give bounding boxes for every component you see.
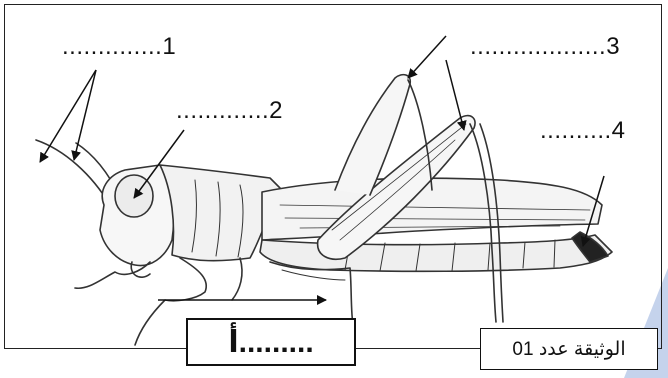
compound-eye	[115, 175, 153, 217]
arrow-1b	[74, 70, 96, 160]
arrow-3a	[408, 36, 446, 78]
document-number-box: الوثيقة عدد 01	[480, 328, 658, 370]
label-4: ..........4	[540, 118, 626, 144]
abdomen	[260, 235, 612, 271]
label-2: .............2	[176, 98, 283, 124]
middle-leg-2	[232, 258, 242, 300]
arrow-3b	[446, 60, 464, 130]
arrow-1a	[40, 70, 96, 162]
label-3: ...................3	[470, 34, 620, 60]
answer-box-a: أ.........	[186, 318, 356, 366]
label-1: ..............1	[62, 34, 176, 60]
